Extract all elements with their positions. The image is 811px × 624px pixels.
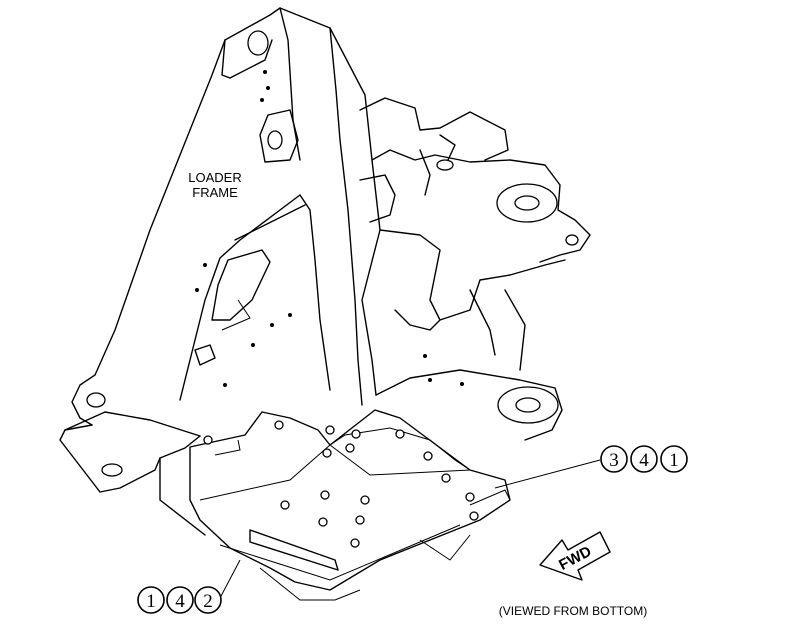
- callout-digit: 4: [175, 591, 185, 612]
- callout-digit: 1: [146, 591, 156, 612]
- callout-digit: 3: [609, 450, 619, 471]
- view-note: (VIEWED FROM BOTTOM): [498, 604, 648, 618]
- loader-frame-label-line1: LOADER: [188, 170, 242, 185]
- callout-3-4-1: 3 4 1: [600, 445, 688, 473]
- bottom-guard-plate: [189, 409, 511, 601]
- callout-1-4-2: 1 4 2: [137, 586, 222, 614]
- callout-digit: 1: [669, 450, 679, 471]
- fwd-text: FWD: [556, 543, 594, 574]
- leader-line-upper: [494, 459, 601, 489]
- callout-digit: 4: [639, 450, 649, 471]
- left-foot-pad: [59, 392, 206, 536]
- upper-pivot-bracket: [359, 97, 591, 386]
- loader-frame-label-line2: FRAME: [192, 185, 238, 200]
- loader-frame-upright: [71, 7, 381, 426]
- forward-arrow-icon: FWD: [539, 531, 611, 581]
- callout-digit: 2: [203, 591, 213, 612]
- loader-frame-label: LOADER FRAME: [180, 170, 250, 200]
- lower-pivot-boss: [375, 369, 563, 441]
- leader-line-lower: [219, 559, 241, 599]
